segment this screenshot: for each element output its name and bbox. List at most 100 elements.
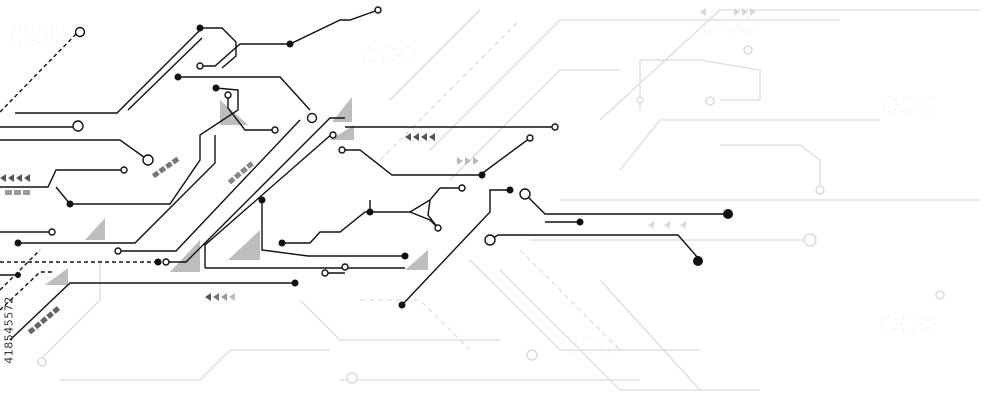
light-trace	[639, 59, 761, 110]
gray-triangle	[45, 268, 68, 285]
dash-block	[40, 316, 48, 325]
filled-pad	[398, 301, 406, 309]
dark-dashed-trace	[0, 271, 52, 311]
filled-pad	[196, 24, 204, 32]
hollow-pad	[434, 224, 442, 232]
hollow-pad	[224, 91, 232, 99]
filled-pad	[286, 40, 294, 48]
dark-trace	[489, 234, 699, 259]
dash-block	[233, 171, 242, 180]
light-trace	[389, 9, 481, 101]
gray-triangle	[170, 240, 200, 272]
light-pad	[37, 357, 47, 367]
dash-block	[33, 321, 42, 330]
hollow-pad	[271, 126, 279, 134]
light-arrow	[664, 221, 670, 229]
arrow-left	[205, 293, 211, 301]
dash-block	[52, 306, 61, 314]
dark-trace	[340, 137, 531, 176]
dark-trace	[15, 29, 201, 114]
light-trace	[599, 279, 701, 391]
filled-pad	[401, 252, 409, 260]
light-traces-dashed	[0, 19, 621, 351]
side-id-text: 418545572	[2, 296, 16, 364]
light-pad	[743, 45, 753, 55]
arrow-right	[473, 157, 479, 165]
light-arrow	[734, 8, 740, 16]
light-pad	[705, 96, 715, 106]
dark-trace	[200, 9, 379, 67]
hollow-pad	[374, 6, 382, 14]
light-arrows	[648, 8, 756, 229]
side-id-label: 418545572	[2, 270, 16, 390]
arrow-left	[24, 174, 30, 182]
gray-triangle	[228, 230, 260, 260]
dark-dashed-trace	[0, 31, 79, 113]
arrow-left	[421, 133, 427, 141]
gray-triangle	[405, 250, 428, 270]
filled-pad	[278, 239, 286, 247]
light-arrow	[750, 8, 756, 16]
hollow-pad	[329, 131, 337, 139]
filled-pad	[14, 239, 22, 247]
dash-block	[46, 311, 54, 319]
light-dashed-trace	[379, 19, 521, 161]
hollow-pad	[321, 269, 329, 277]
dark-trace	[0, 139, 149, 161]
dark-trace	[401, 189, 510, 306]
hollow-pad	[458, 184, 466, 192]
arrow-right	[465, 157, 471, 165]
dark-traces	[0, 9, 728, 341]
arrow-group-light	[457, 157, 479, 165]
dark-trace	[9, 282, 295, 341]
dark-trace	[0, 169, 124, 188]
hollow-pad	[48, 228, 56, 236]
watermark-mark: ◌◌◌	[700, 11, 758, 36]
light-trace	[619, 119, 880, 171]
arrow-left	[16, 174, 22, 182]
dark-trace	[127, 37, 203, 111]
light-pad	[636, 96, 644, 104]
arrow-group-bottom	[205, 293, 235, 301]
dash-block	[27, 326, 36, 335]
light-trace	[720, 144, 821, 185]
dash-block	[23, 190, 30, 195]
light-trace	[469, 259, 700, 351]
watermark-mark: ◌◌◌	[10, 21, 68, 46]
watermark-mark: ◌◌◌	[880, 91, 938, 116]
light-pads	[37, 45, 945, 384]
filled-pad	[154, 258, 162, 266]
watermark-mark: ◌◌◌	[880, 311, 938, 336]
arrow-left	[413, 133, 419, 141]
light-pad	[815, 185, 825, 195]
hollow-pad	[196, 62, 204, 70]
arrow-right	[457, 157, 463, 165]
filled-pad	[366, 208, 374, 216]
dark-trace	[18, 135, 216, 244]
light-trace	[299, 299, 500, 341]
dark-trace	[261, 200, 405, 257]
hollow-pad	[114, 247, 122, 255]
arrow-left	[213, 293, 219, 301]
dark-pads-hollow	[48, 6, 559, 277]
dash-block	[151, 170, 160, 179]
light-trace	[39, 260, 101, 361]
dash-block	[14, 190, 21, 195]
filled-pad-large	[693, 256, 703, 266]
dash-blocks	[5, 156, 254, 335]
dark-trace	[204, 132, 334, 268]
light-pad	[803, 233, 817, 247]
hollow-pad	[341, 263, 349, 271]
hollow-pad	[551, 123, 559, 131]
dark-trace	[524, 193, 728, 215]
dark-trace	[427, 199, 439, 229]
dark-trace	[118, 119, 301, 252]
hollow-pad	[526, 134, 534, 142]
arrow-left	[0, 174, 6, 182]
arrow-group-mid	[405, 133, 435, 141]
hollow-pad	[519, 188, 531, 200]
gray-triangle	[332, 97, 352, 122]
dash-block	[5, 190, 12, 195]
light-arrow	[742, 8, 748, 16]
hollow-pad	[338, 146, 346, 154]
